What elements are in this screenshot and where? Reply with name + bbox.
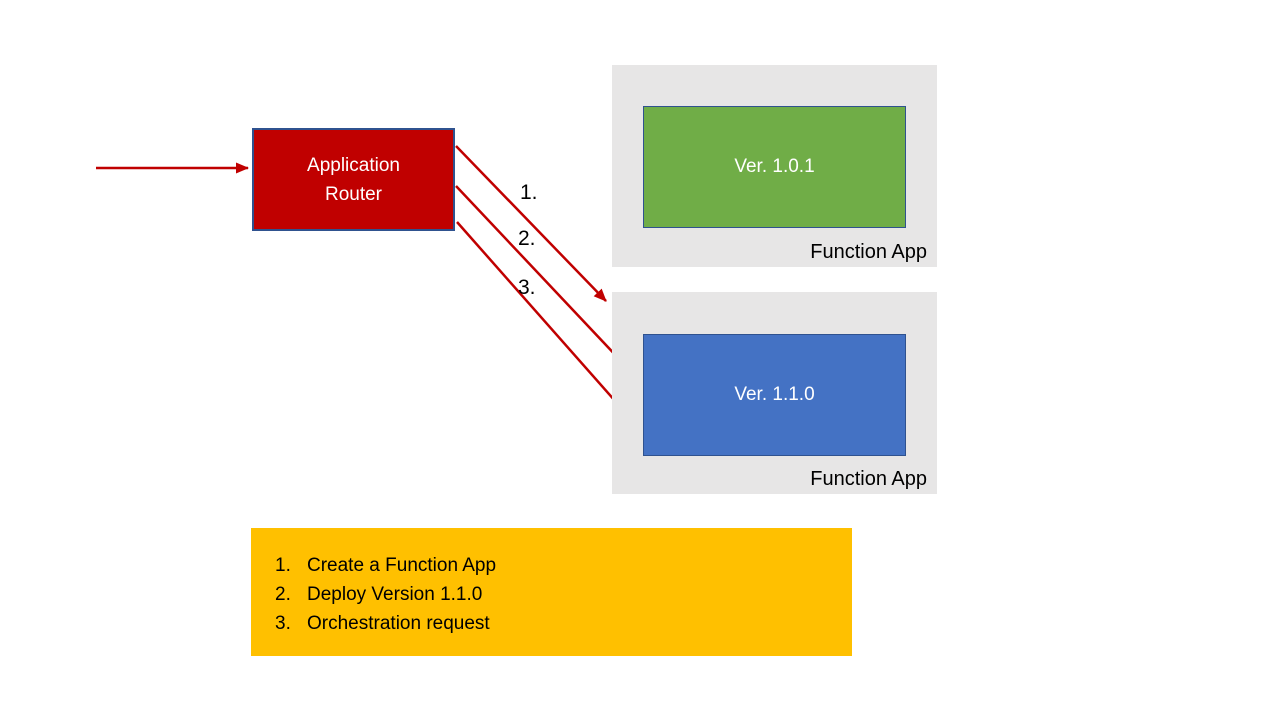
legend-item-3: 3. Orchestration request [275, 609, 852, 638]
arrow-label-3: 3. [518, 276, 536, 299]
application-router-label: Application Router [307, 154, 400, 205]
legend-item-1-text: Create a Function App [307, 555, 497, 576]
arrow-label-2: 2. [518, 227, 536, 250]
version-label-1-0-1: Ver. 1.0.1 [734, 156, 815, 177]
legend-item-3-text: Orchestration request [307, 613, 490, 634]
legend-item-2-text: Deploy Version 1.1.0 [307, 584, 483, 605]
function-app-caption-1: Function App [810, 241, 927, 263]
function-app-container-2: Ver. 1.1.0 Function App [612, 292, 937, 494]
legend-item-3-number: 3. [275, 613, 291, 634]
legend-box: 1. Create a Function App 2. Deploy Versi… [251, 528, 852, 656]
legend-item-1: 1. Create a Function App [275, 551, 852, 580]
legend-item-2-number: 2. [275, 584, 291, 605]
function-app-caption-2: Function App [810, 468, 927, 490]
version-box-1-1-0: Ver. 1.1.0 [643, 334, 906, 456]
version-label-1-1-0: Ver. 1.1.0 [734, 384, 815, 405]
version-box-1-0-1: Ver. 1.0.1 [643, 106, 906, 228]
arrow-label-1: 1. [520, 181, 538, 204]
function-app-container-1: Ver. 1.0.1 Function App [612, 65, 937, 267]
legend-item-2: 2. Deploy Version 1.1.0 [275, 580, 852, 609]
route-arrow-2 [455, 185, 639, 380]
application-router-box: Application Router [252, 128, 455, 231]
legend-item-1-number: 1. [275, 555, 291, 576]
